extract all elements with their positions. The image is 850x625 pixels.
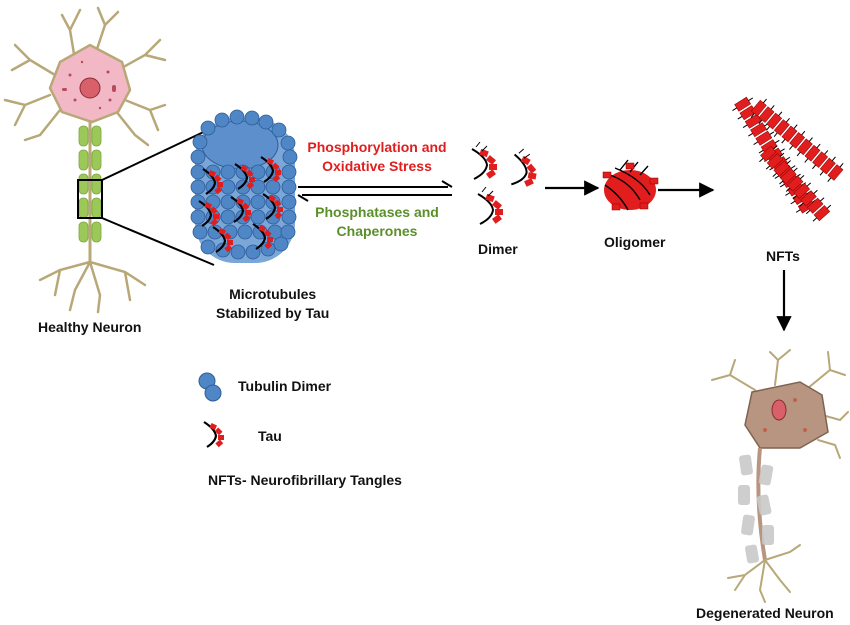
microtubule-bundle [190,109,298,263]
degenerated-soma [744,381,829,449]
forward-label-line1: Phosphorylation and [307,139,447,155]
tau-oligomer [602,159,659,211]
healthy-nucleus [79,77,101,99]
forward-label-line2: Oxidative Stress [322,158,432,174]
forward-reaction-label: Phosphorylation and Oxidative Stress [298,138,456,176]
degenerated-neuron [711,349,849,603]
healthy-neuron-label: Healthy Neuron [38,319,142,335]
legend-nft-definition: NFTs- Neurofibrillary Tangles [208,472,402,488]
healthy-neuron [3,6,215,314]
reversible-arrows [297,180,453,202]
dimer-label: Dimer [478,241,518,257]
degenerated-neuron-label: Degenerated Neuron [696,605,834,621]
microtubules-label: Microtubules Stabilized by Tau [216,285,329,323]
legend-tubulin-icon [198,372,222,402]
microtubules-label-line2: Stabilized by Tau [216,305,330,321]
oligomer-label: Oligomer [604,234,666,250]
legend-tau-label: Tau [258,428,282,444]
nft-fibrils [729,93,847,225]
microtubules-label-line1: Microtubules [229,286,317,302]
zoom-box [77,179,103,219]
reverse-label-line2: Chaperones [336,223,418,239]
reverse-label-line1: Phosphatases and [315,204,439,220]
legend-tubulin-label: Tubulin Dimer [238,378,332,394]
legend-tau-icon [202,420,226,449]
tau-dimers [471,141,542,225]
myelin-sheath [78,125,102,243]
nfts-label: NFTs [766,248,800,264]
reverse-reaction-label: Phosphatases and Chaperones [298,203,456,241]
